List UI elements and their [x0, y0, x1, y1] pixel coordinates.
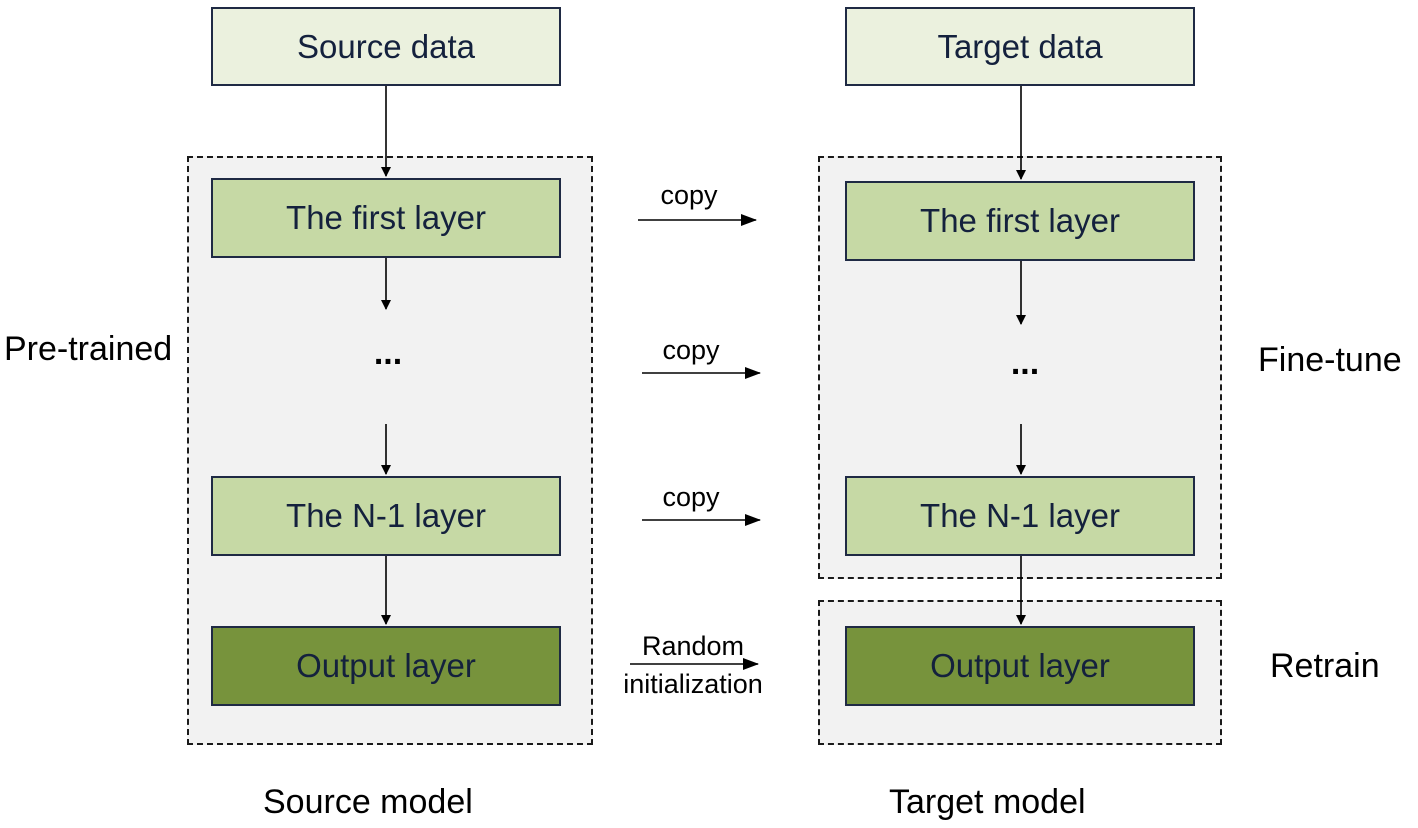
target-n1-layer-label: The N-1 layer: [920, 497, 1120, 534]
source-data-label: Source data: [297, 27, 475, 65]
source-model-caption: Source model: [263, 783, 473, 821]
random-initialization-line2: initialization: [623, 669, 763, 699]
source-output-layer-label: Output layer: [296, 647, 476, 684]
copy-label-3: copy: [662, 482, 720, 512]
target-ellipsis: ...: [1010, 344, 1040, 382]
pretrained-label: Pre-trained: [4, 330, 173, 368]
source-n1-layer-label: The N-1 layer: [286, 497, 486, 534]
target-output-layer-box: Output layer: [845, 626, 1195, 706]
target-n1-layer-box: The N-1 layer: [845, 476, 1195, 556]
random-initialization-line1: Random: [641, 631, 745, 661]
target-output-layer-label: Output layer: [930, 647, 1110, 684]
random-initialization-label: Random initialization: [606, 627, 780, 703]
source-data-box: Source data: [211, 7, 561, 86]
copy-label-2: copy: [662, 335, 720, 365]
source-output-layer-box: Output layer: [211, 626, 561, 706]
copy-label-1: copy: [660, 180, 718, 210]
source-first-layer-label: The first layer: [286, 199, 486, 236]
source-ellipsis: ...: [373, 334, 403, 372]
target-data-box: Target data: [845, 7, 1195, 86]
target-data-label: Target data: [937, 27, 1103, 65]
target-first-layer-box: The first layer: [845, 181, 1195, 261]
source-n1-layer-box: The N-1 layer: [211, 476, 561, 556]
retrain-label: Retrain: [1270, 647, 1380, 685]
source-first-layer-box: The first layer: [211, 178, 561, 258]
target-first-layer-label: The first layer: [920, 202, 1120, 239]
finetune-label: Fine-tune: [1258, 341, 1402, 379]
target-model-caption: Target model: [889, 783, 1086, 821]
